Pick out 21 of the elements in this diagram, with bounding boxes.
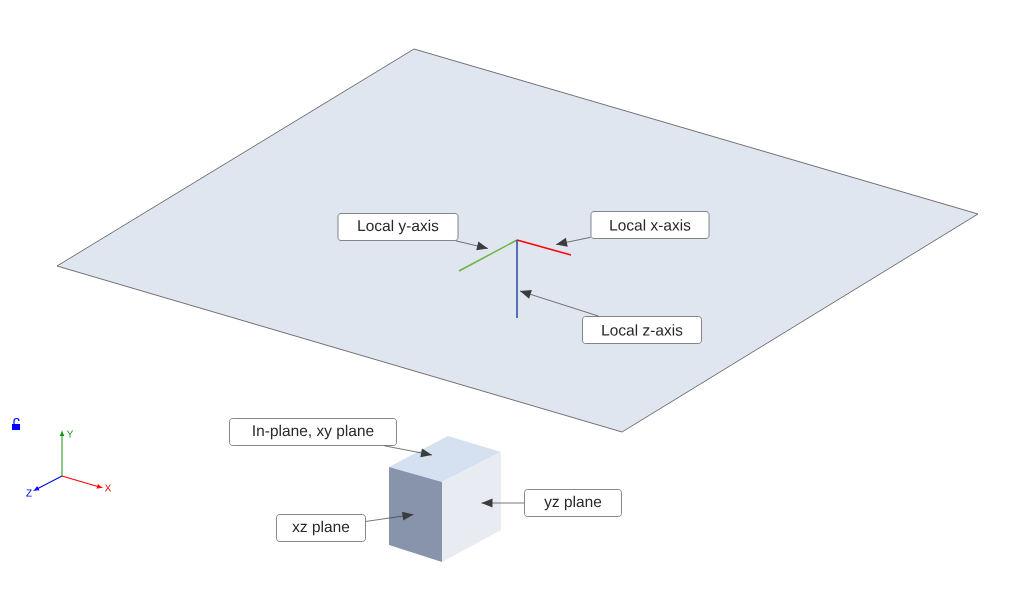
axis-letter: Y [66, 430, 74, 438]
axis-line [516, 239, 572, 256]
leader-line [481, 498, 525, 508]
cube-face [442, 452, 501, 562]
callout-box: Local y-axis [337, 213, 459, 241]
leader-line [455, 240, 489, 251]
leader-line [519, 290, 600, 317]
leader-line [384, 445, 433, 458]
leader-line [365, 511, 414, 522]
callout-box: yz plane [524, 489, 622, 517]
leader-line [555, 236, 591, 247]
axis-line [458, 239, 518, 272]
axis-letter: Z [26, 489, 32, 497]
axis-letter: X [104, 484, 112, 492]
callout-box: Local z-axis [582, 316, 702, 344]
cube-face [389, 436, 501, 482]
callout-box: Local x-axis [590, 211, 710, 239]
callout-box: xz plane [276, 514, 366, 542]
axis-line [516, 239, 518, 319]
callout-box: In-plane, xy plane [229, 418, 397, 446]
cube-face [389, 467, 442, 562]
